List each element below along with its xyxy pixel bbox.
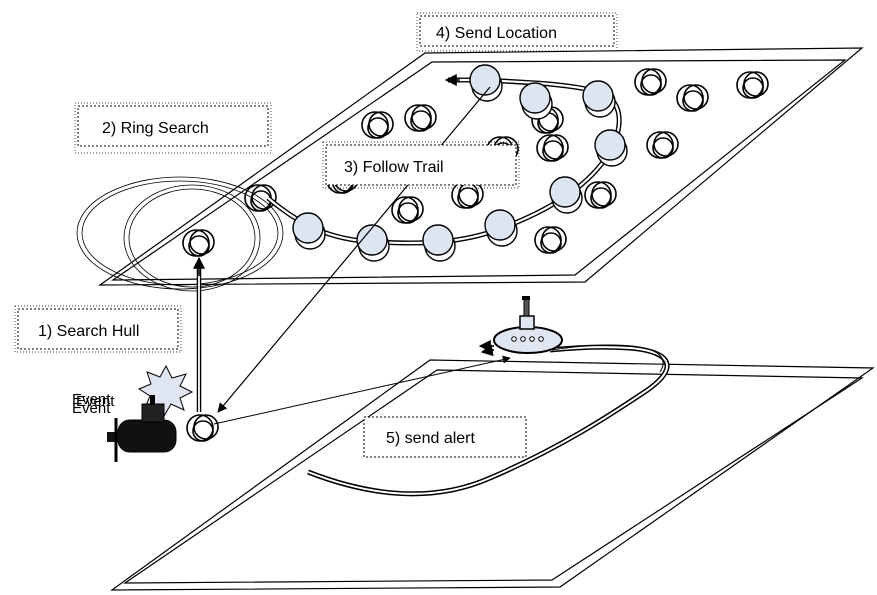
sensor-node xyxy=(537,135,568,161)
sensor-node xyxy=(585,182,616,208)
sensor-node xyxy=(737,72,768,98)
active-sensor-node xyxy=(595,130,627,166)
label-follow-trail: 3) Follow Trail xyxy=(323,142,519,188)
sensor-node xyxy=(677,85,708,111)
label-ring-search: 2) Ring Search xyxy=(75,103,271,153)
label-follow-trail-text: 3) Follow Trail xyxy=(344,159,444,176)
label-send-location-text: 4) Send Location xyxy=(436,25,557,42)
active-sensor-node xyxy=(423,225,455,261)
sensor-node xyxy=(452,182,483,208)
event-label-3: Event xyxy=(72,400,111,417)
sensor-node xyxy=(405,105,436,131)
sensor-node xyxy=(362,112,393,138)
shore-sensor-node xyxy=(187,415,218,441)
active-sensor-node xyxy=(583,81,615,117)
submarine-icon xyxy=(494,296,562,353)
send-alert-line xyxy=(214,358,510,424)
sensor-node xyxy=(392,197,423,223)
label-search-hull: 1) Search Hull xyxy=(15,306,181,352)
sensor-node xyxy=(647,132,678,158)
label-ring-search-text: 2) Ring Search xyxy=(102,120,209,137)
active-sensor-node xyxy=(520,83,552,119)
label-send-alert: 5) send alert xyxy=(364,417,526,457)
sensor-node xyxy=(183,230,214,256)
sensor-node xyxy=(635,69,666,95)
active-sensor-node xyxy=(470,65,502,101)
active-sensor-node xyxy=(550,177,582,213)
label-search-hull-text: 1) Search Hull xyxy=(38,323,139,340)
sensor-node xyxy=(535,227,566,253)
active-sensor-node xyxy=(357,225,389,261)
label-send-alert-text: 5) send alert xyxy=(386,430,475,447)
label-send-location: 4) Send Location xyxy=(417,13,617,51)
active-sensor-node xyxy=(485,210,517,246)
active-sensor-node xyxy=(293,213,325,249)
